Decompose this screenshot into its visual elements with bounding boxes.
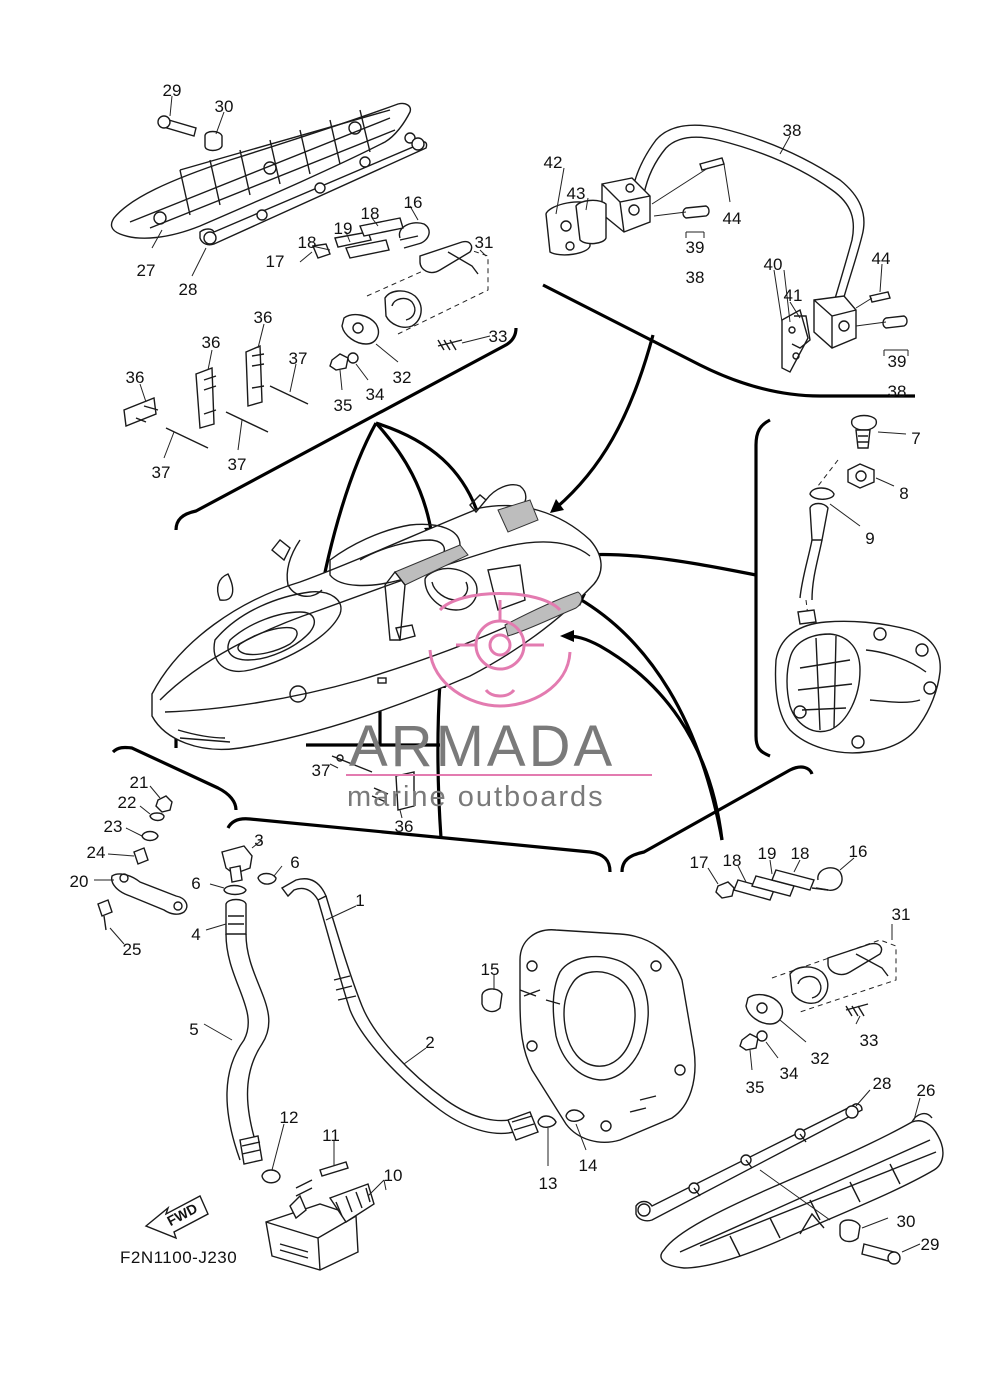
part-label-29: 29 bbox=[921, 1235, 940, 1254]
rivet-group-lower bbox=[329, 754, 415, 819]
part-label-38: 38 bbox=[888, 382, 907, 401]
part-label-40: 40 bbox=[764, 255, 783, 274]
part-label-35: 35 bbox=[334, 396, 353, 415]
part-label-13: 13 bbox=[539, 1174, 558, 1193]
part-label-9: 9 bbox=[865, 529, 874, 548]
part-label-16: 16 bbox=[849, 842, 868, 861]
watermark-brand: ARMADA bbox=[349, 714, 615, 779]
part-label-31: 31 bbox=[475, 233, 494, 252]
part-label-18: 18 bbox=[298, 233, 317, 252]
part-label-33: 33 bbox=[489, 327, 508, 346]
pump-housing-group bbox=[774, 414, 941, 754]
part-label-36: 36 bbox=[126, 368, 145, 387]
part-label-16: 16 bbox=[404, 193, 423, 212]
bracket-right bbox=[754, 418, 771, 758]
part-label-31: 31 bbox=[892, 905, 911, 924]
rivet-group-top bbox=[123, 323, 309, 459]
fwd-arrow-icon bbox=[144, 1195, 209, 1240]
part-label-8: 8 bbox=[899, 484, 908, 503]
part-label-11: 11 bbox=[322, 1126, 340, 1145]
part-label-36: 36 bbox=[254, 308, 273, 327]
part-label-17: 17 bbox=[266, 252, 285, 271]
part-label-21: 21 bbox=[130, 773, 149, 792]
watercraft-hull bbox=[151, 484, 602, 751]
part-label-20: 20 bbox=[70, 872, 89, 891]
part-label-30: 30 bbox=[215, 97, 234, 116]
part-label-2: 2 bbox=[425, 1033, 434, 1052]
part-label-28: 28 bbox=[179, 280, 198, 299]
part-label-33: 33 bbox=[860, 1031, 879, 1050]
bracket-top-right bbox=[542, 283, 915, 398]
part-label-38: 38 bbox=[686, 268, 705, 287]
part-label-44: 44 bbox=[723, 209, 742, 228]
part-label-15: 15 bbox=[481, 960, 500, 979]
part-label-34: 34 bbox=[366, 385, 385, 404]
watermark-underline bbox=[346, 774, 652, 776]
part-label-37: 37 bbox=[152, 463, 171, 482]
part-label-3: 3 bbox=[254, 831, 263, 850]
part-label-23: 23 bbox=[104, 817, 123, 836]
part-label-10: 10 bbox=[384, 1166, 403, 1185]
fwd-arrow: FWD bbox=[144, 1195, 209, 1240]
part-label-27: 27 bbox=[137, 261, 156, 280]
part-label-7: 7 bbox=[911, 429, 920, 448]
part-label-39: 39 bbox=[686, 238, 705, 257]
group-brackets bbox=[111, 283, 915, 873]
nozzle-housing-group bbox=[481, 929, 696, 1166]
diagram-code: F2N1100-J230 bbox=[120, 1248, 237, 1267]
mount-parts-lower bbox=[707, 857, 897, 1071]
handrail-group-lower-right bbox=[635, 1089, 944, 1269]
part-label-12: 12 bbox=[280, 1108, 299, 1127]
grab-handle-group bbox=[545, 124, 909, 373]
part-label-30: 30 bbox=[897, 1212, 916, 1231]
part-label-5: 5 bbox=[189, 1020, 198, 1039]
part-label-19: 19 bbox=[334, 219, 353, 238]
part-label-32: 32 bbox=[811, 1049, 830, 1068]
part-label-1: 1 bbox=[355, 891, 364, 910]
bracket-middle bbox=[226, 817, 612, 873]
part-label-42: 42 bbox=[544, 153, 563, 172]
part-label-35: 35 bbox=[746, 1078, 765, 1097]
bracket-group-left bbox=[94, 785, 188, 945]
hose-group bbox=[203, 839, 539, 1165]
filter-box-group bbox=[261, 1123, 387, 1271]
handrail-group-top-left bbox=[110, 95, 428, 277]
part-label-24: 24 bbox=[87, 843, 106, 862]
part-label-18: 18 bbox=[361, 204, 380, 223]
armada-logo bbox=[428, 592, 572, 708]
bracket-top-left bbox=[174, 327, 518, 531]
part-label-6: 6 bbox=[191, 874, 200, 893]
part-label-14: 14 bbox=[579, 1156, 598, 1175]
part-label-4: 4 bbox=[191, 925, 200, 944]
part-label-25: 25 bbox=[123, 940, 142, 959]
part-label-28: 28 bbox=[873, 1074, 892, 1093]
bracket-left-small bbox=[111, 745, 238, 811]
part-label-36: 36 bbox=[202, 333, 221, 352]
part-label-32: 32 bbox=[393, 368, 412, 387]
part-label-34: 34 bbox=[780, 1064, 799, 1083]
part-label-17: 17 bbox=[690, 853, 709, 872]
part-label-38: 38 bbox=[783, 121, 802, 140]
part-label-18: 18 bbox=[791, 844, 810, 863]
part-label-29: 29 bbox=[163, 81, 182, 100]
mount-parts-top bbox=[299, 205, 491, 391]
part-label-26: 26 bbox=[917, 1081, 936, 1100]
part-label-37: 37 bbox=[228, 455, 247, 474]
part-label-44: 44 bbox=[872, 249, 891, 268]
part-label-43: 43 bbox=[567, 184, 586, 203]
part-label-37: 37 bbox=[289, 349, 308, 368]
part-label-36: 36 bbox=[395, 817, 414, 836]
part-label-18: 18 bbox=[723, 851, 742, 870]
part-label-19: 19 bbox=[758, 844, 777, 863]
part-label-37: 37 bbox=[312, 761, 331, 780]
watermark: ARMADA marine outboards bbox=[346, 714, 652, 813]
watermark-tagline: marine outboards bbox=[347, 781, 605, 813]
part-label-41: 41 bbox=[784, 286, 803, 305]
part-label-6: 6 bbox=[290, 853, 299, 872]
part-label-22: 22 bbox=[118, 793, 137, 812]
part-label-39: 39 bbox=[888, 352, 907, 371]
